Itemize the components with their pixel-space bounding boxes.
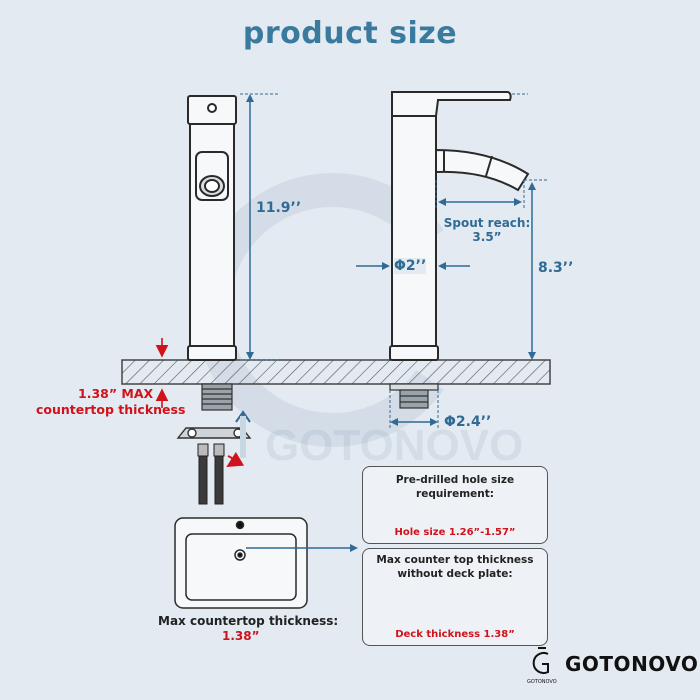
spout-height-label: 8.3’’ xyxy=(538,260,574,276)
max-thickness-label-line2: countertop thickness xyxy=(36,402,186,417)
install-up-arrow-icon xyxy=(235,410,251,458)
sink-top-view xyxy=(174,517,308,609)
supply-hoses xyxy=(197,443,225,505)
side-base-nut xyxy=(389,383,439,409)
sink-caption: Max countertop thickness: xyxy=(158,614,339,628)
rotate-arrow-icon xyxy=(226,451,245,468)
front-view-faucet xyxy=(187,95,237,361)
side-view-faucet xyxy=(389,91,530,361)
base-diameter-label: Φ2.4’’ xyxy=(444,414,492,430)
spout-reach-label: Spout reach: 3.5” xyxy=(442,216,532,244)
watermark-text: GOTONOVO xyxy=(265,421,523,470)
spout-reach-value: 3.5” xyxy=(472,230,502,244)
brand-logo-text: GOTONOVO xyxy=(527,679,557,685)
deck-box-title-line1: Max counter top thickness xyxy=(376,554,534,566)
threaded-shank xyxy=(201,383,233,411)
mounting-bracket xyxy=(176,427,252,439)
hole-size-box: Pre-drilled hole size requirement: Hole … xyxy=(362,466,548,544)
countertop-slab xyxy=(121,359,551,385)
page-title: product size xyxy=(242,16,458,51)
deck-box-title-line2: without deck plate: xyxy=(397,568,513,580)
sink-thickness-value: 1.38” xyxy=(222,629,260,643)
hole-size-note: Hole size 1.26”-1.57” xyxy=(394,527,516,538)
brand-logo-icon xyxy=(532,647,549,674)
spout-reach-title: Spout reach: xyxy=(443,216,531,230)
deck-thickness-note: Deck thickness 1.38” xyxy=(395,629,515,640)
brand-name: GOTONOVO xyxy=(565,652,699,676)
height-total-label: 11.9’’ xyxy=(256,200,302,216)
body-diameter-label: Φ2’’ xyxy=(394,258,427,274)
max-thickness-label-line1: 1.38” MAX xyxy=(78,386,154,401)
hole-box-title: Pre-drilled hole size requirement: xyxy=(395,474,515,500)
deck-thickness-box: Max counter top thickness without deck p… xyxy=(362,548,548,646)
